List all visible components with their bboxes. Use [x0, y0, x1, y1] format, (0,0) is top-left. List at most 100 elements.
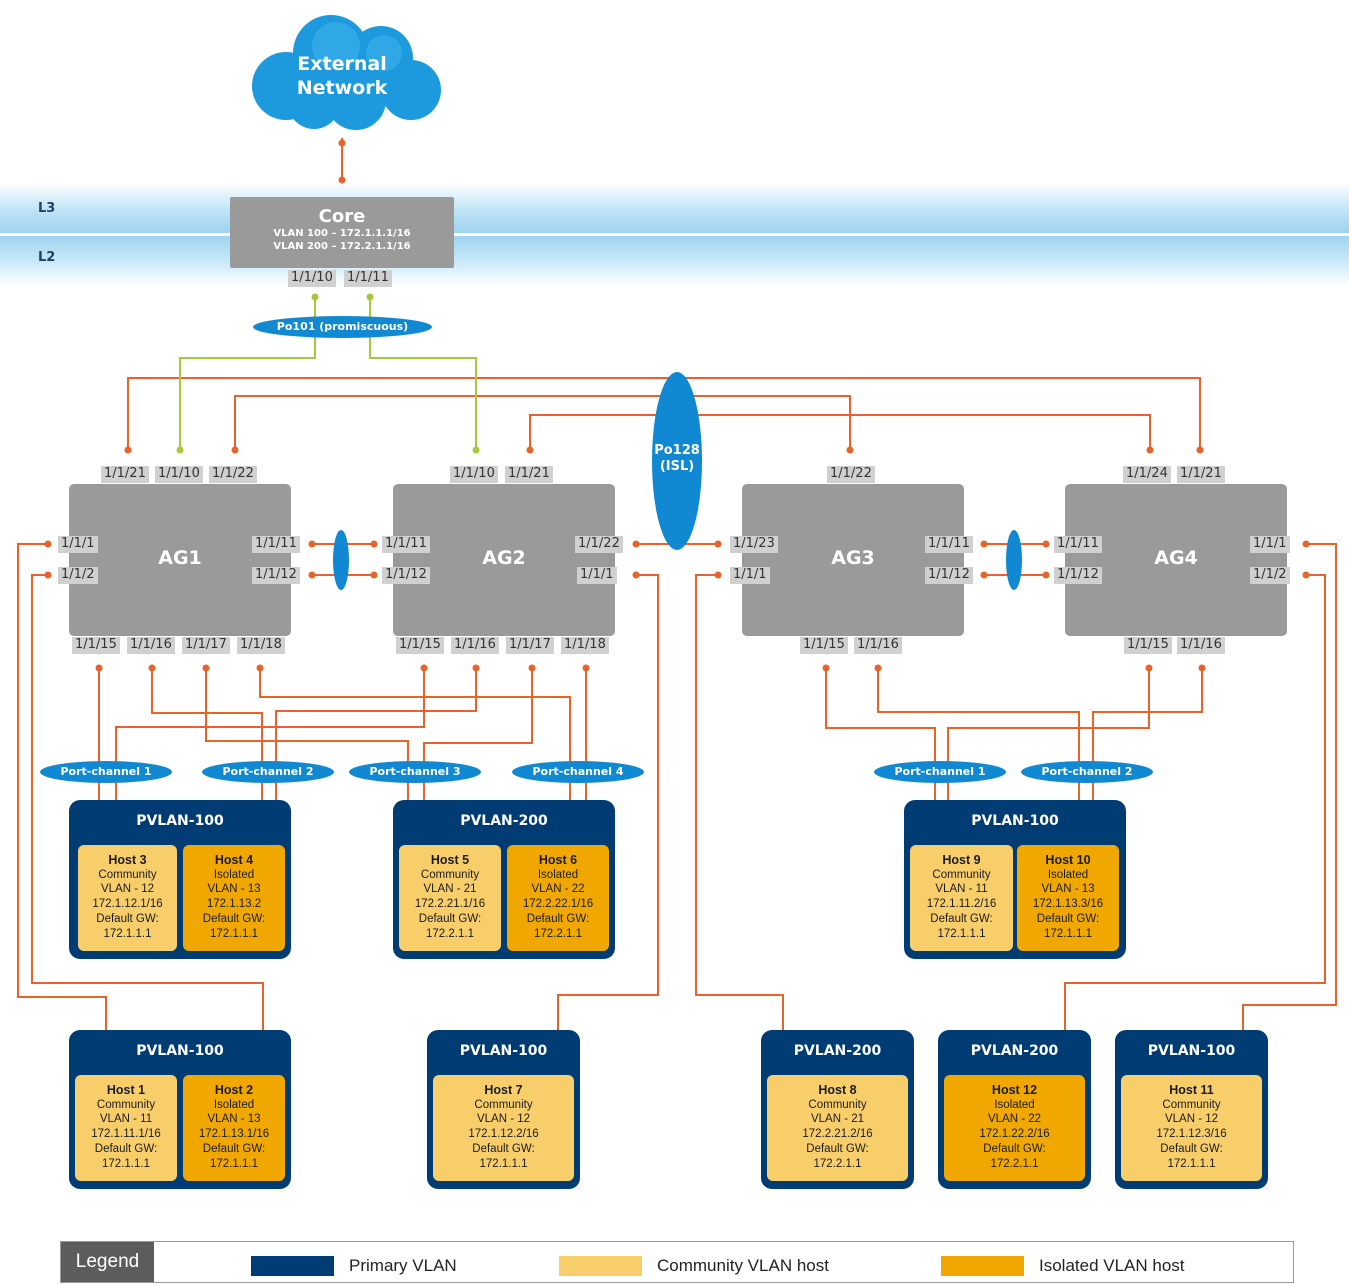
host-gw: 172.1.1.1: [103, 927, 152, 940]
host-gw: 172.1.1.1: [937, 927, 986, 940]
host-name: Host 11: [1169, 1083, 1214, 1097]
host-gw: 172.1.1.1: [1044, 927, 1092, 940]
core-title: Core: [318, 206, 366, 227]
ag2-switch[interactable]: AG2: [393, 484, 615, 636]
host-ip: 172.1.12.2/16: [468, 1128, 539, 1141]
legend-primary-label: Primary VLAN: [349, 1256, 457, 1275]
host-10-card[interactable]: Host 10 Isolated VLAN - 13 172.1.13.3/16…: [1017, 845, 1119, 951]
host-gw: 172.1.1.1: [102, 1157, 150, 1170]
host-6-card[interactable]: Host 6 Isolated VLAN - 22 172.2.22.1/16 …: [507, 845, 609, 951]
host-9-card[interactable]: Host 9 Community VLAN - 11 172.1.11.2/16…: [910, 845, 1013, 951]
host-type: Community: [420, 868, 480, 881]
host-gw: 172.2.1.1: [534, 927, 582, 940]
host-gw-label: Default GW:: [806, 1142, 869, 1155]
ag4-port-1-1-15: 1/1/15: [1124, 637, 1172, 654]
host-12-card[interactable]: Host 12 Isolated VLAN - 22 172.1.22.2/16…: [944, 1075, 1085, 1181]
ag4-port-1-1-12: 1/1/12: [1054, 567, 1102, 584]
host-2-card[interactable]: Host 2 Isolated VLAN - 13 172.1.13.1/16 …: [183, 1075, 285, 1181]
host-name: Host 8: [818, 1083, 857, 1097]
host-vlan: VLAN - 11: [935, 883, 988, 896]
ag3-port-1-1-23: 1/1/23: [730, 536, 778, 553]
legend-primary-swatch: [251, 1256, 334, 1276]
host-vlan: VLAN - 11: [99, 1113, 153, 1126]
host-ip: 172.1.22.2/16: [979, 1128, 1050, 1141]
ag1-port-1-1-15: 1/1/15: [72, 637, 120, 654]
pvlan-title: PVLAN-100: [136, 813, 224, 829]
host-1-card[interactable]: Host 1 Community VLAN - 11 172.1.11.1/16…: [75, 1075, 177, 1181]
host-vlan: VLAN - 22: [531, 883, 585, 896]
legend: Legend Primary VLAN Community VLAN host …: [60, 1241, 1294, 1283]
ag3-name: AG3: [831, 547, 875, 569]
cloud-line-2: Network: [296, 77, 388, 99]
host-gw-label: Default GW:: [983, 1142, 1046, 1155]
ag1-port-1-1-18: 1/1/18: [237, 637, 285, 654]
l2-band: [0, 236, 1349, 286]
ag2-port-1-1-11: 1/1/11: [382, 536, 430, 553]
host-gw-label: Default GW:: [418, 912, 482, 925]
host-type: Community: [808, 1098, 867, 1111]
ag1-port-1-1-21: 1/1/21: [101, 466, 149, 483]
host-name: Host 6: [538, 853, 578, 867]
host-type: Community: [96, 1098, 156, 1111]
host-ip: 172.2.21.2/16: [802, 1128, 873, 1141]
host-gw-label: Default GW:: [94, 1142, 158, 1155]
l3-band: [0, 183, 1349, 233]
ag4-name: AG4: [1154, 547, 1198, 569]
host-ip: 172.2.21.1/16: [414, 898, 486, 911]
ag4-port-1-1-11: 1/1/11: [1054, 536, 1102, 553]
core-port-1-1-10: 1/1/10: [288, 270, 336, 287]
po128-isl-oval: Po128 (ISL): [652, 372, 702, 550]
host-gw-label: Default GW:: [526, 912, 590, 925]
ag1-port-1-1-1: 1/1/1: [58, 536, 98, 553]
host-vlan: VLAN - 13: [1041, 883, 1095, 896]
l3-label: L3: [38, 201, 56, 216]
external-network-cloud-icon: [252, 15, 441, 130]
ag4-port-1-1-2: 1/1/2: [1250, 567, 1290, 584]
host-11-card[interactable]: Host 11 Community VLAN - 12 172.1.12.3/1…: [1121, 1075, 1262, 1181]
host-name: Host 4: [214, 853, 254, 867]
host-gw: 172.2.1.1: [426, 927, 474, 940]
cloud-line-1: External: [297, 53, 387, 75]
host-3-card[interactable]: Host 3 Community VLAN - 12 172.1.12.1/16…: [78, 845, 177, 951]
host-4-card[interactable]: Host 4 Isolated VLAN - 13 172.1.13.2 Def…: [183, 845, 285, 951]
host-8-card[interactable]: Host 8 Community VLAN - 21 172.2.21.2/16…: [767, 1075, 908, 1181]
ag3-port-1-1-11: 1/1/11: [925, 536, 973, 553]
ag1-name: AG1: [158, 547, 202, 569]
ag3-port-1-1-16: 1/1/16: [854, 637, 902, 654]
host-name: Host 2: [214, 1083, 254, 1097]
ag4-switch[interactable]: AG4: [1065, 484, 1287, 636]
ag2-port-1-1-16: 1/1/16: [451, 637, 499, 654]
port-channel-2-oval: Port-channel 2: [202, 761, 334, 783]
host-type: Community: [1162, 1098, 1221, 1111]
host-type: Community: [474, 1098, 533, 1111]
pvlan-title: PVLAN-100: [459, 1043, 548, 1059]
band-divider: [0, 233, 1349, 236]
ag2-port-1-1-17: 1/1/17: [506, 637, 554, 654]
host-vlan: VLAN - 13: [207, 1113, 261, 1126]
ag1-switch[interactable]: AG1: [69, 484, 291, 636]
external-network-label: External Network: [260, 52, 424, 100]
host-vlan: VLAN - 12: [476, 1113, 531, 1126]
core-port-1-1-11: 1/1/11: [344, 270, 392, 287]
host-7-card[interactable]: Host 7 Community VLAN - 12 172.1.12.2/16…: [433, 1075, 574, 1181]
pvlan-title: PVLAN-100: [971, 813, 1059, 829]
host-gw: 172.2.1.1: [990, 1157, 1039, 1170]
host-type: Community: [932, 868, 991, 881]
ag1-port-1-1-2: 1/1/2: [58, 567, 98, 584]
ag1-port-1-1-12: 1/1/12: [252, 567, 300, 584]
host-name: Host 7: [484, 1083, 523, 1097]
legend-isolated-label: Isolated VLAN host: [1039, 1256, 1185, 1275]
core-switch[interactable]: Core VLAN 100 – 172.1.1.1/16 VLAN 200 – …: [230, 197, 454, 268]
legend-community-label: Community VLAN host: [657, 1256, 829, 1275]
host-name: Host 1: [106, 1083, 146, 1097]
host-5-card[interactable]: Host 5 Community VLAN - 21 172.2.21.1/16…: [399, 845, 501, 951]
host-gw-label: Default GW:: [202, 1142, 266, 1155]
ag3-switch[interactable]: AG3: [742, 484, 964, 636]
pvlan-title: PVLAN-200: [460, 813, 548, 829]
ag3-port-1-1-12: 1/1/12: [925, 567, 973, 584]
ag34-port-channel-2-oval: Port-channel 2: [1021, 761, 1153, 783]
po128-line-1: Po128: [654, 443, 700, 458]
ag2-port-1-1-12: 1/1/12: [382, 567, 430, 584]
ag2-port-1-1-22: 1/1/22: [575, 536, 623, 553]
host-gw: 172.2.1.1: [813, 1157, 862, 1170]
